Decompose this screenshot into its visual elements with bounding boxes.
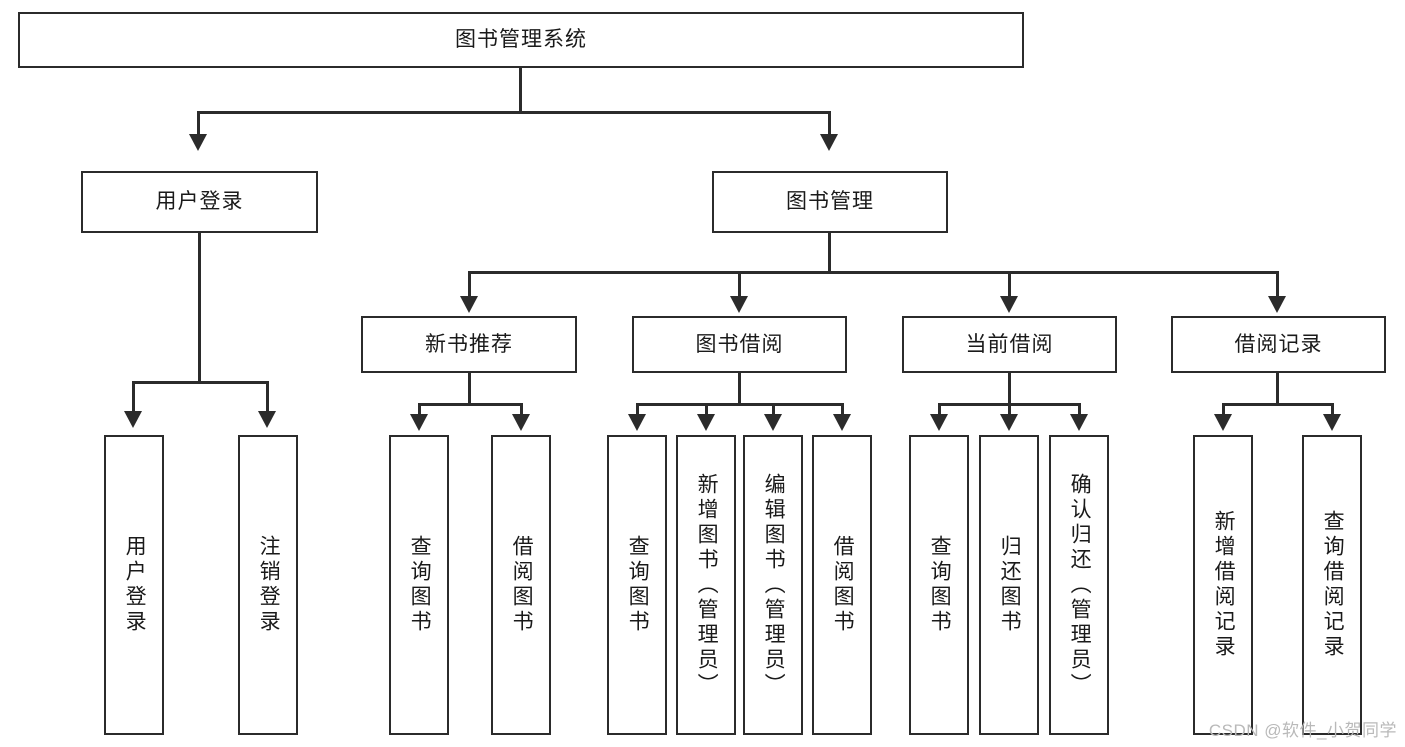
connector-root-bar [197,111,831,114]
arrowhead-bb-child1 [628,414,646,431]
node-book-borrow[interactable]: 图书借阅 [632,316,847,373]
connector-user-login-child1 [132,381,135,413]
connector-root-to-book-management [828,111,831,136]
leaf-logout[interactable]: 注销登录 [238,435,298,735]
node-label: 确认归还（管理员） [1068,472,1092,698]
connector-bb-child3 [772,403,775,417]
connector-bb-child2 [705,403,708,417]
node-label: 借阅图书 [831,535,855,635]
node-label: 查询图书 [408,535,432,635]
leaf-borrow-book-borrow[interactable]: 借阅图书 [812,435,872,735]
node-label: 借阅图书 [510,535,534,635]
arrowhead-br-child2 [1323,414,1341,431]
node-book-management[interactable]: 图书管理 [712,171,948,233]
node-user-login[interactable]: 用户登录 [81,171,318,233]
connector-bb-child4 [841,403,844,417]
connector-root-stem [519,68,522,113]
node-new-book-recommendation[interactable]: 新书推荐 [361,316,577,373]
arrowhead-user-login-child2 [258,411,276,428]
connector-bm-to-borrow-record [1276,271,1279,298]
arrowhead-root-to-book-management [820,134,838,151]
watermark-text: CSDN @软件_小贺同学 [1208,721,1397,740]
leaf-add-borrow-record[interactable]: 新增借阅记录 [1193,435,1253,735]
node-label: 图书管理 [786,190,874,214]
arrowhead-bm-to-book-borrow [730,296,748,313]
leaf-borrow-book-newbook[interactable]: 借阅图书 [491,435,551,735]
leaf-edit-book-admin[interactable]: 编辑图书（管理员） [743,435,803,735]
arrowhead-bb-child4 [833,414,851,431]
arrowhead-bb-child3 [764,414,782,431]
node-label: 图书管理系统 [455,28,587,52]
leaf-confirm-return-admin[interactable]: 确认归还（管理员） [1049,435,1109,735]
connector-book-borrow-bar [636,403,844,406]
connector-br-child1 [1222,403,1225,417]
node-label: 新增借阅记录 [1212,510,1236,660]
arrowhead-bm-to-new-book [460,296,478,313]
connector-br-child2 [1331,403,1334,417]
connector-book-management-bar [468,271,1278,274]
connector-bm-to-current-borrow [1008,271,1011,298]
connector-cb-child2 [1008,403,1011,417]
node-label: 新增图书（管理员） [695,472,719,698]
leaf-query-borrow-record[interactable]: 查询借阅记录 [1302,435,1362,735]
connector-new-book-child1 [418,403,421,417]
leaf-add-book-admin[interactable]: 新增图书（管理员） [676,435,736,735]
connector-borrow-record-bar [1222,403,1334,406]
leaf-user-login[interactable]: 用户登录 [104,435,164,735]
connector-new-book-bar [418,403,523,406]
connector-bb-child1 [636,403,639,417]
connector-bm-to-book-borrow [738,271,741,298]
connector-cb-child3 [1078,403,1081,417]
arrowhead-user-login-child1 [124,411,142,428]
leaf-query-book-newbook[interactable]: 查询图书 [389,435,449,735]
connector-borrow-record-stem [1276,373,1279,405]
connector-user-login-bar [132,381,269,384]
arrowhead-bb-child2 [697,414,715,431]
connector-book-management-stem [828,233,831,273]
node-label: 查询图书 [626,535,650,635]
node-label: 用户登录 [155,190,244,214]
node-label: 当前借阅 [965,332,1054,356]
leaf-query-book-borrow[interactable]: 查询图书 [607,435,667,735]
connector-root-to-user-login [197,111,200,136]
connector-cb-child1 [938,403,941,417]
node-label: 查询图书 [928,535,952,635]
connector-user-login-stem [198,233,201,383]
arrowhead-cb-child3 [1070,414,1088,431]
node-label: 图书借阅 [695,332,784,356]
node-root-book-management-system[interactable]: 图书管理系统 [18,12,1024,68]
leaf-return-book[interactable]: 归还图书 [979,435,1039,735]
arrowhead-bm-to-current-borrow [1000,296,1018,313]
node-label: 新书推荐 [425,332,513,356]
arrowhead-root-to-user-login [189,134,207,151]
node-label: 查询借阅记录 [1321,510,1345,660]
leaf-query-book-current[interactable]: 查询图书 [909,435,969,735]
node-label: 借阅记录 [1234,332,1323,356]
node-label: 用户登录 [123,535,147,635]
node-label: 注销登录 [257,535,281,635]
node-label: 归还图书 [998,535,1022,635]
connector-book-borrow-stem [738,373,741,405]
connector-current-borrow-stem [1008,373,1011,405]
arrowhead-cb-child1 [930,414,948,431]
connector-new-book-child2 [520,403,523,417]
node-label: 编辑图书（管理员） [762,472,786,698]
node-borrow-record[interactable]: 借阅记录 [1171,316,1386,373]
connector-user-login-child2 [266,381,269,413]
connector-new-book-stem [468,373,471,405]
arrowhead-cb-child2 [1000,414,1018,431]
arrowhead-br-child1 [1214,414,1232,431]
arrowhead-new-book-child1 [410,414,428,431]
arrowhead-bm-to-borrow-record [1268,296,1286,313]
node-current-borrow[interactable]: 当前借阅 [902,316,1117,373]
arrowhead-new-book-child2 [512,414,530,431]
connector-bm-to-new-book [468,271,471,298]
